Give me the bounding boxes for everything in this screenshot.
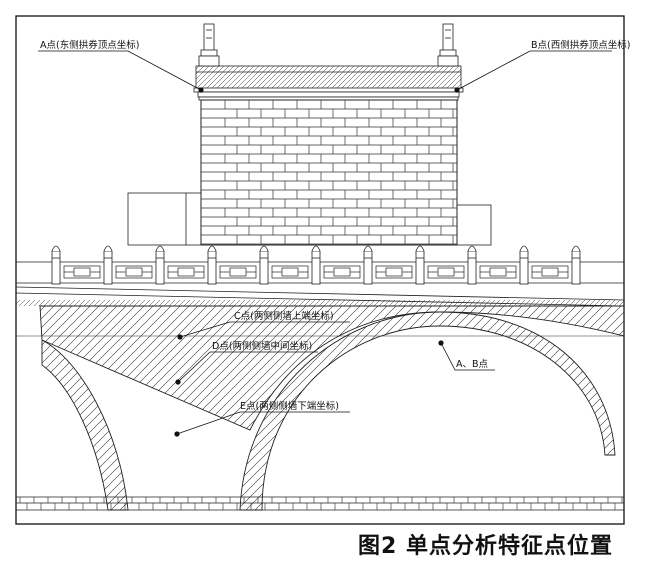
point-c <box>177 334 183 340</box>
bridge-deck <box>16 286 624 307</box>
feature-points <box>174 87 460 437</box>
label-point-c: C点(两侧侧墙上端坐标) <box>234 310 334 322</box>
tower-cap <box>193 65 464 101</box>
point-a <box>198 87 204 93</box>
tower-finials <box>198 23 459 67</box>
point-d <box>175 379 181 385</box>
figure-caption: 图2 单点分析特征点位置 <box>358 534 613 559</box>
label-point-d: D点(两侧侧墙中间坐标) <box>212 340 312 352</box>
drawing-frame <box>15 15 625 525</box>
ground-courses <box>16 496 624 511</box>
point-b <box>454 87 460 93</box>
balustrade <box>16 245 624 285</box>
point-ab <box>438 340 444 346</box>
label-point-b: B点(西侧拱券顶点坐标) <box>531 39 630 51</box>
bridge-spandrel <box>16 305 624 511</box>
label-point-a: A点(东侧拱券顶点坐标) <box>40 39 139 51</box>
point-e <box>174 431 180 437</box>
label-point-ab: A、B点 <box>456 359 489 370</box>
label-point-e: E点(两侧侧墙下端坐标) <box>240 400 339 412</box>
leader-lines <box>38 50 612 435</box>
tower-brick-wall <box>200 99 458 246</box>
